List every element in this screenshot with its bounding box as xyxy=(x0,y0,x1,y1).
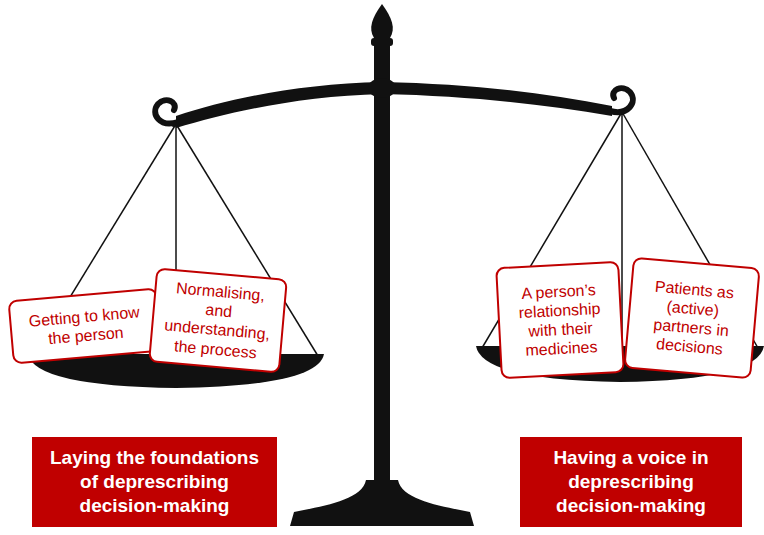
theme-box: Patients as (active) partners in decisio… xyxy=(623,257,760,380)
theme-box: A person’s relationship with their medic… xyxy=(495,261,625,379)
theme-box: Normalising, and understanding, the proc… xyxy=(148,268,288,374)
box-label: Normalising, and understanding, the proc… xyxy=(157,277,279,364)
theme-box: Getting to know the person xyxy=(7,288,162,365)
box-label: A person’s relationship with their medic… xyxy=(504,279,616,361)
box-label: Having a voice in deprescribing decision… xyxy=(528,446,734,517)
post xyxy=(374,44,390,494)
category-box: Laying the foundations of deprescribing … xyxy=(32,437,277,527)
box-label: Getting to know the person xyxy=(17,301,154,351)
category-box: Having a voice in deprescribing decision… xyxy=(520,437,742,527)
finial xyxy=(371,4,393,38)
beam-curls xyxy=(155,88,633,123)
box-label: Patients as (active) partners in decisio… xyxy=(633,275,751,361)
base xyxy=(290,480,474,526)
box-label: Laying the foundations of deprescribing … xyxy=(40,446,269,517)
